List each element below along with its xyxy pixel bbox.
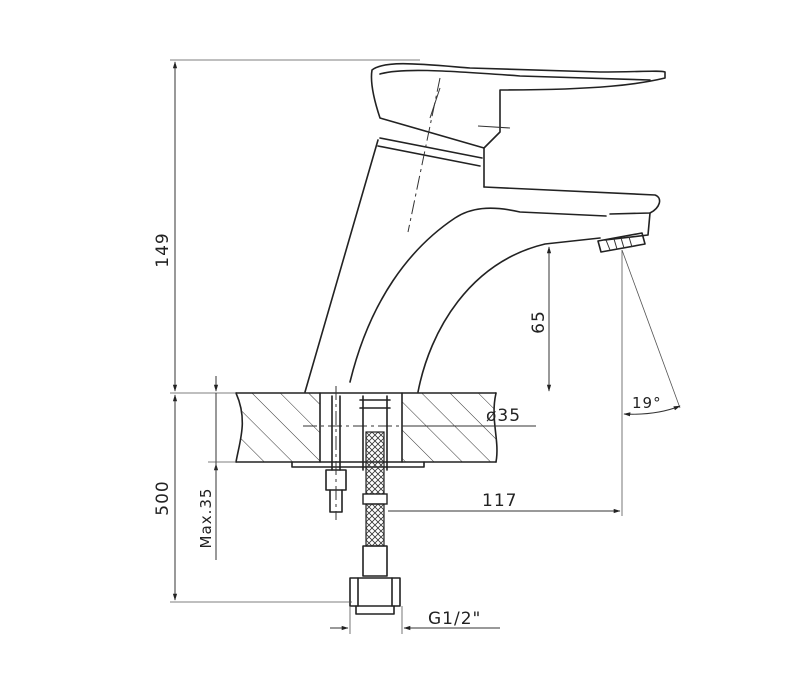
faucet-axis <box>407 77 441 233</box>
connection-nut-base <box>355 605 395 615</box>
faucet-body <box>304 62 666 393</box>
lever-top-contour <box>379 69 651 81</box>
dim-angle-arc <box>623 405 681 417</box>
hose-lower <box>362 545 388 577</box>
aerator-detail <box>605 236 633 251</box>
connection-nut-facets <box>357 577 393 607</box>
label-65: 65 <box>529 310 549 334</box>
aerator <box>597 232 646 253</box>
dimension-lines <box>170 59 681 634</box>
countertop-break-left <box>235 392 244 463</box>
cartridge-ring-bottom <box>377 145 481 167</box>
angle-ray <box>621 249 681 409</box>
spout-front <box>604 212 651 241</box>
label-diameter: ø35 <box>486 406 521 426</box>
hose-braid-lower <box>365 503 385 547</box>
cartridge-ring-top <box>379 137 483 159</box>
label-connection: G1/2" <box>428 609 481 629</box>
countertop-hatch-left <box>236 393 320 462</box>
countertop-break-right <box>493 392 498 463</box>
hose-top-fitting <box>359 399 391 409</box>
label-max35: Max.35 <box>197 488 215 549</box>
body-left-edge <box>304 139 379 393</box>
hose-ferrule <box>362 493 388 505</box>
countertop-hatch-right <box>402 393 497 462</box>
axis-cross <box>477 125 511 129</box>
stud-nut <box>325 469 347 491</box>
mounting-hole <box>319 392 403 463</box>
stud <box>331 395 341 471</box>
body-outer-curve <box>349 207 607 383</box>
hose-braid-upper <box>365 431 385 495</box>
dimension-labels: 149 500 Max.35 65 ø35 117 19° G1/2" <box>153 232 662 629</box>
label-angle: 19° <box>632 394 662 412</box>
mounting-hardware <box>325 386 401 615</box>
label-149: 149 <box>153 232 173 267</box>
body-inner-curve <box>417 237 601 393</box>
ext-connection <box>349 606 403 634</box>
label-117: 117 <box>482 491 517 511</box>
mounting-plate <box>291 461 425 468</box>
countertop-section <box>235 392 498 468</box>
connection-nut <box>349 577 401 607</box>
lever-handle <box>370 62 666 149</box>
label-500: 500 <box>153 480 173 515</box>
